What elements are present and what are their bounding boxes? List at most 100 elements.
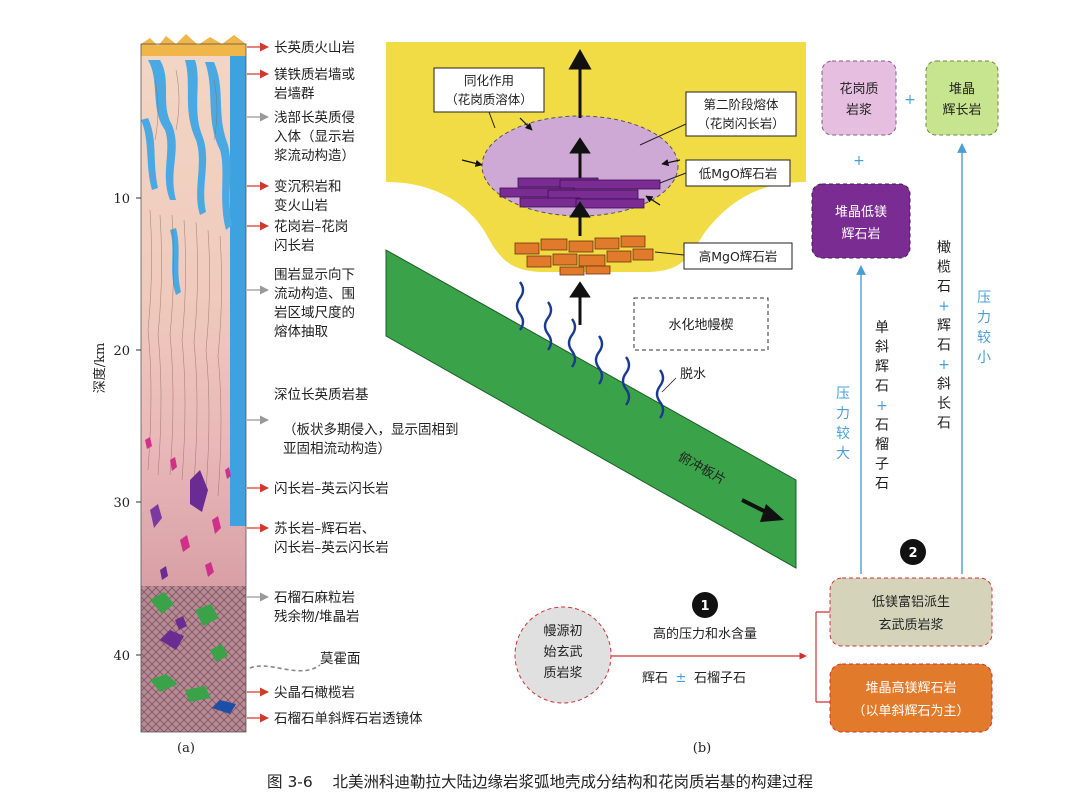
svg-text:堆晶高镁辉石岩: 堆晶高镁辉石岩 bbox=[865, 680, 956, 696]
low-mg-basalt-box: 低镁富铝派生 玄武质岩浆 bbox=[829, 577, 993, 647]
svg-text:辉石岩: 辉石岩 bbox=[841, 227, 880, 242]
vertical-minerals-2: 橄榄石+辉石+斜长石 bbox=[937, 240, 951, 432]
pressure-glyph: 力 bbox=[836, 406, 850, 422]
column-label-text: 岩墙群 bbox=[274, 86, 315, 102]
hydrated-wedge-label: 水化地幔楔 bbox=[668, 318, 733, 333]
mineral-glyph: 单 bbox=[875, 320, 889, 336]
svg-text:同化作用: 同化作用 bbox=[464, 73, 514, 88]
column-label-text: 苏长岩–辉石岩、 bbox=[274, 521, 375, 537]
svg-text:高MgO辉石岩: 高MgO辉石岩 bbox=[699, 249, 778, 264]
flow-branch bbox=[815, 611, 830, 703]
subducting-slab bbox=[385, 249, 797, 569]
mineral-glyph: 辉 bbox=[937, 318, 951, 334]
mineral-glyph: 石 bbox=[937, 338, 951, 354]
mineral-glyph: + bbox=[938, 299, 950, 315]
mineral-glyph: + bbox=[876, 398, 888, 414]
pressure-glyph: 小 bbox=[977, 350, 991, 366]
caption-b: (b) bbox=[693, 741, 711, 756]
volcanic-cap bbox=[141, 34, 246, 56]
pyroxene-label: 辉石 bbox=[642, 671, 668, 686]
svg-text:（以单斜辉石为主）: （以单斜辉石为主） bbox=[852, 704, 969, 719]
mafic-dike-band bbox=[230, 56, 246, 526]
depth-tick-label: 20 bbox=[113, 344, 130, 359]
depth-axis-label: 深度/km bbox=[92, 343, 108, 394]
mineral-glyph: 石 bbox=[875, 418, 889, 434]
svg-text:（花岗质溶体）: （花岗质溶体） bbox=[445, 92, 533, 107]
step-1-label: 1 bbox=[700, 599, 709, 614]
cumulate-low-mg-box: 堆晶低镁 辉石岩 bbox=[811, 183, 911, 259]
column-label-text: 岩区域尺度的 bbox=[274, 305, 355, 321]
mineral-glyph: 榴 bbox=[875, 437, 889, 453]
dehydration-label: 脱水 bbox=[680, 367, 706, 382]
hydrated-wedge-box bbox=[633, 297, 769, 351]
svg-text:堆晶低镁: 堆晶低镁 bbox=[835, 205, 887, 220]
mineral-glyph: 石 bbox=[875, 476, 889, 492]
column-label-text: 深位长英质岩基 bbox=[274, 386, 369, 403]
svg-text:岩浆: 岩浆 bbox=[846, 103, 872, 118]
crust-column bbox=[140, 34, 321, 733]
column-labels: 长英质火山岩镁铁质岩墙或岩墙群浅部长英质侵入体（显示岩浆流动构造）变沉积岩和变火… bbox=[247, 39, 459, 727]
garnet-label: 石榴子石 bbox=[694, 671, 746, 686]
cumulate-gabbro-box: 堆晶 辉长岩 bbox=[925, 60, 999, 136]
column-label-text: 花岗岩–花岗 bbox=[274, 219, 348, 235]
column-label-text: 闪长岩–英云闪长岩 bbox=[274, 539, 389, 556]
column-label-text: 入体（显示岩 bbox=[274, 129, 355, 145]
column-label-text: 莫霍面 bbox=[320, 651, 361, 667]
mantle-basalt-circle bbox=[514, 606, 612, 704]
mineral-glyph: 辉 bbox=[875, 359, 889, 375]
svg-text:辉长岩: 辉长岩 bbox=[942, 103, 981, 118]
column-label-text: 变沉积岩和 bbox=[274, 179, 342, 195]
mineral-glyph: 石 bbox=[937, 279, 951, 295]
column-label-text: 流动构造、围 bbox=[274, 286, 355, 302]
column-label-text: 亚固相流动构造） bbox=[283, 441, 391, 457]
high-mgo-pyroxenite bbox=[514, 235, 654, 276]
step-1-marker bbox=[692, 592, 718, 618]
mineral-glyph: 石 bbox=[875, 379, 889, 395]
pressure-glyph: 大 bbox=[836, 446, 850, 462]
column-label-text: 浆流动构造） bbox=[274, 148, 355, 164]
depth-tick-label: 30 bbox=[113, 496, 130, 511]
mineral-glyph: 子 bbox=[875, 457, 889, 473]
high-pressure-water-label: 高的压力和水含量 bbox=[653, 626, 757, 642]
mineral-glyph: 斜 bbox=[937, 377, 951, 393]
pressure-glyph: 较 bbox=[977, 330, 991, 346]
mineral-glyph: + bbox=[938, 357, 950, 373]
column-label-text: 尖晶石橄榄岩 bbox=[274, 684, 355, 701]
low-mgo-box: 低MgO辉石岩 bbox=[659, 159, 791, 187]
column-label-text: 围岩显示向下 bbox=[274, 267, 355, 283]
moho-line bbox=[249, 664, 321, 672]
dehydration-leader bbox=[661, 377, 677, 393]
step-2-label: 2 bbox=[908, 546, 917, 561]
svg-text:第二阶段熔体: 第二阶段熔体 bbox=[703, 97, 779, 112]
svg-text:堆晶: 堆晶 bbox=[949, 82, 975, 97]
vertical-minerals-1: 单斜辉石+石榴子石 bbox=[875, 320, 889, 492]
diorite-enclaves bbox=[145, 437, 231, 580]
depth-tick-label: 10 bbox=[113, 192, 130, 207]
svg-text:花岗质: 花岗质 bbox=[839, 81, 878, 97]
second-stage-melt-box: 第二阶段熔体 （花岗闪长岩） bbox=[639, 91, 797, 146]
granitic-magma-box: 花岗质 岩浆 bbox=[821, 60, 897, 136]
plus-sign-mid: + bbox=[853, 153, 865, 169]
pressure-glyph: 较 bbox=[836, 426, 850, 442]
svg-text:低镁富铝派生: 低镁富铝派生 bbox=[872, 594, 950, 610]
mineral-glyph: 长 bbox=[937, 396, 951, 412]
pressure-glyph: 压 bbox=[836, 386, 850, 402]
pressure-glyph: 力 bbox=[977, 310, 991, 326]
column-label-text: 闪长岩 bbox=[274, 238, 315, 254]
column-label-text: 闪长岩–英云闪长岩 bbox=[274, 480, 389, 497]
mineral-glyph: 榄 bbox=[937, 260, 951, 276]
shallow-intrusions bbox=[141, 60, 232, 295]
mineral-glyph: 橄 bbox=[937, 240, 951, 256]
column-label-text: 浅部长英质侵 bbox=[274, 109, 355, 126]
figure-caption: 图 3-6 北美洲科迪勒拉大陆边缘岩浆弧地壳成分结构和花岗质岩基的构建过程 bbox=[267, 773, 813, 791]
mantle-basalt-line1: 幔源初 bbox=[543, 624, 582, 639]
column-label-text: 镁铁质岩墙或 bbox=[274, 67, 355, 83]
ascent-arrows bbox=[568, 48, 592, 325]
slab-motion-arrow bbox=[741, 498, 784, 522]
step-2-marker bbox=[900, 539, 926, 565]
low-mgo-pyroxenite bbox=[499, 177, 661, 209]
flow-texture bbox=[147, 69, 222, 497]
